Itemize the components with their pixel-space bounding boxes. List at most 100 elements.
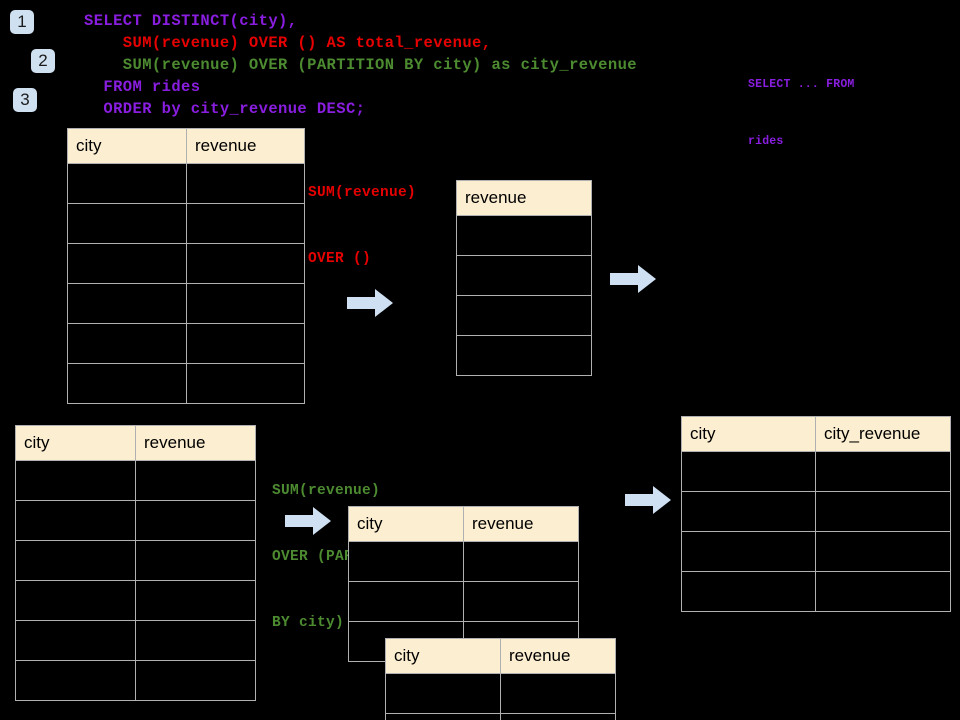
table-row bbox=[67, 163, 305, 204]
step-badge-2: 2 bbox=[31, 49, 55, 73]
cell-city bbox=[67, 323, 187, 364]
table-result: city city_revenue bbox=[681, 416, 951, 612]
column-header-city-revenue: city_revenue bbox=[815, 416, 951, 452]
side-note-select-from: SELECT ... FROM rides bbox=[748, 37, 855, 189]
column-header-revenue: revenue bbox=[186, 128, 305, 164]
cell-city bbox=[15, 660, 136, 701]
cell-revenue bbox=[456, 215, 592, 256]
table-header-row: city revenue bbox=[385, 638, 616, 674]
table-row bbox=[681, 531, 951, 572]
table-row bbox=[67, 323, 305, 364]
cell-revenue bbox=[186, 163, 305, 204]
cell-city bbox=[348, 581, 464, 622]
annotation-partition-window-line-1: SUM(revenue) bbox=[272, 483, 381, 499]
sql-line-city-revenue: SUM(revenue) OVER (PARTITION BY city) as… bbox=[84, 56, 637, 74]
table-row bbox=[67, 363, 305, 404]
cell-city-revenue bbox=[815, 451, 951, 492]
cell-revenue bbox=[463, 541, 579, 582]
cell-city bbox=[681, 571, 816, 612]
cell-city-revenue bbox=[815, 531, 951, 572]
table-source-bottom: city revenue bbox=[15, 425, 256, 701]
column-header-revenue: revenue bbox=[500, 638, 616, 674]
table-header-row: city revenue bbox=[348, 506, 579, 542]
table-row bbox=[15, 500, 256, 541]
side-note-line-2: rides bbox=[748, 135, 784, 148]
cell-revenue bbox=[186, 283, 305, 324]
step-badge-1: 1 bbox=[10, 10, 34, 34]
arrow-partition-to-result-icon bbox=[625, 486, 671, 514]
cell-revenue bbox=[500, 713, 616, 720]
sql-line-from-rides: FROM rides bbox=[84, 78, 201, 96]
table-row bbox=[348, 581, 579, 622]
annotation-total-window-line-2: OVER () bbox=[308, 251, 372, 267]
column-header-city: city bbox=[385, 638, 501, 674]
cell-revenue bbox=[186, 203, 305, 244]
cell-revenue bbox=[135, 660, 256, 701]
table-header-row: city revenue bbox=[15, 425, 256, 461]
table-row bbox=[456, 295, 592, 336]
cell-city bbox=[681, 531, 816, 572]
cell-revenue bbox=[456, 255, 592, 296]
table-row bbox=[15, 620, 256, 661]
table-header-row: revenue bbox=[456, 180, 592, 216]
cell-revenue bbox=[456, 295, 592, 336]
column-header-city: city bbox=[681, 416, 816, 452]
cell-city bbox=[67, 163, 187, 204]
sql-line-order-by: ORDER by city_revenue DESC; bbox=[84, 100, 366, 118]
column-header-revenue: revenue bbox=[456, 180, 592, 216]
cell-revenue bbox=[500, 673, 616, 714]
table-row bbox=[67, 243, 305, 284]
cell-city-revenue bbox=[815, 491, 951, 532]
column-header-revenue: revenue bbox=[463, 506, 579, 542]
cell-city bbox=[681, 491, 816, 532]
table-row bbox=[456, 335, 592, 376]
table-row bbox=[15, 460, 256, 501]
cell-revenue bbox=[456, 335, 592, 376]
table-row bbox=[456, 215, 592, 256]
table-row bbox=[385, 713, 616, 720]
cell-city bbox=[15, 620, 136, 661]
annotation-total-window: SUM(revenue) OVER () bbox=[308, 138, 416, 314]
cell-city bbox=[15, 500, 136, 541]
table-partition-front: city revenue bbox=[385, 638, 616, 720]
cell-city bbox=[681, 451, 816, 492]
cell-revenue bbox=[186, 363, 305, 404]
column-header-city: city bbox=[67, 128, 187, 164]
cell-city bbox=[67, 363, 187, 404]
cell-revenue bbox=[135, 580, 256, 621]
cell-city-revenue bbox=[815, 571, 951, 612]
table-row bbox=[681, 491, 951, 532]
table-header-row: city revenue bbox=[67, 128, 305, 164]
table-header-row: city city_revenue bbox=[681, 416, 951, 452]
cell-city bbox=[385, 673, 501, 714]
sql-line-select-distinct: SELECT DISTINCT(city), bbox=[84, 12, 298, 30]
cell-city bbox=[15, 580, 136, 621]
cell-city bbox=[67, 283, 187, 324]
cell-city bbox=[15, 540, 136, 581]
table-total-revenue: revenue bbox=[456, 180, 592, 376]
cell-revenue bbox=[186, 323, 305, 364]
column-header-city: city bbox=[15, 425, 136, 461]
table-row bbox=[385, 673, 616, 714]
annotation-total-window-line-1: SUM(revenue) bbox=[308, 185, 417, 201]
table-row bbox=[67, 283, 305, 324]
table-source-top: city revenue bbox=[67, 128, 305, 404]
arrow-source-to-total-icon bbox=[347, 289, 393, 317]
column-header-revenue: revenue bbox=[135, 425, 256, 461]
cell-revenue bbox=[463, 581, 579, 622]
arrow-source-to-partition-icon bbox=[285, 507, 331, 535]
side-note-line-1: SELECT ... FROM bbox=[748, 78, 855, 91]
table-row bbox=[67, 203, 305, 244]
step-badge-3: 3 bbox=[13, 88, 37, 112]
cell-revenue bbox=[135, 540, 256, 581]
table-row bbox=[456, 255, 592, 296]
table-row bbox=[15, 660, 256, 701]
column-header-city: city bbox=[348, 506, 464, 542]
cell-city bbox=[348, 541, 464, 582]
table-row bbox=[15, 540, 256, 581]
cell-revenue bbox=[135, 460, 256, 501]
arrow-total-to-result-icon bbox=[610, 265, 656, 293]
cell-revenue bbox=[186, 243, 305, 284]
table-row bbox=[15, 580, 256, 621]
